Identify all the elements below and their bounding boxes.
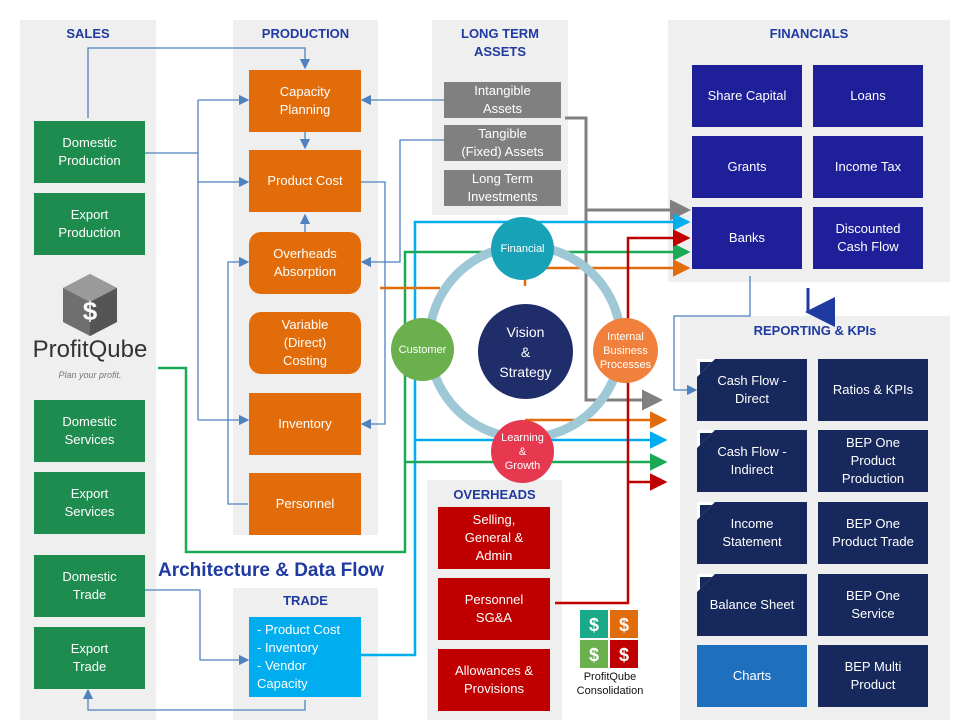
tangible-assets-box[interactable]: Tangible (Fixed) Assets — [444, 125, 561, 161]
cash-flow-indirect-box[interactable]: Cash Flow - Indirect — [697, 430, 807, 492]
balance-sheet-label: Balance Sheet — [709, 597, 795, 612]
cash-flow-indirect-label: Cash Flow - Indirect — [717, 444, 787, 477]
income-statement-label: Income Statement — [722, 516, 782, 549]
long-term-investments-box[interactable]: Long Term Investments — [444, 170, 561, 206]
personnel-box[interactable]: Personnel — [249, 473, 361, 535]
vision-strategy-circle[interactable]: Vision & Strategy — [478, 304, 573, 399]
production-title: PRODUCTION — [261, 26, 350, 41]
fold-corner-inner-icon — [700, 577, 712, 589]
reporting-title: REPORTING & KPIs — [753, 323, 877, 338]
bep-one-service-box[interactable]: BEP One Service — [818, 574, 928, 636]
consolidation-cubes-icon: $ $ $ $ — [580, 610, 638, 668]
domestic-production-box[interactable]: Domestic Production — [34, 121, 145, 183]
svg-text:$: $ — [589, 615, 599, 635]
bep-multi-product-box[interactable]: BEP Multi Product — [818, 645, 928, 707]
logo-tagline: Plan your profit. — [58, 370, 122, 380]
overheads-title: OVERHEADS — [453, 487, 536, 502]
overheads-absorption-box[interactable]: Overheads Absorption — [249, 232, 361, 294]
cube-icon: $ — [63, 274, 117, 336]
svg-text:$: $ — [619, 615, 629, 635]
personnel-sga-box[interactable]: Personnel SG&A — [438, 578, 550, 640]
export-production-box[interactable]: Export Production — [34, 193, 145, 255]
domestic-services-box[interactable]: Domestic Services — [34, 400, 145, 462]
consolidation-logo: $ $ $ $ ProfitQube Consolidation — [570, 606, 650, 716]
long-term-assets-title: LONG TERM ASSETS — [461, 26, 539, 59]
income-statement-box[interactable]: Income Statement — [697, 502, 807, 564]
cash-flow-direct-label: Cash Flow - Direct — [717, 373, 787, 406]
inventory-box[interactable]: Inventory — [249, 393, 361, 455]
export-trade-box[interactable]: Export Trade — [34, 627, 145, 689]
capacity-planning-box[interactable]: Capacity Planning — [249, 70, 361, 132]
svg-text:$: $ — [83, 296, 98, 326]
balance-sheet-box[interactable]: Balance Sheet — [697, 574, 807, 636]
grants-box[interactable]: Grants — [692, 136, 802, 198]
trade-title: TRADE — [283, 593, 328, 608]
selling-general-admin-box[interactable]: Selling, General & Admin — [438, 507, 550, 569]
svg-text:$: $ — [619, 645, 629, 665]
customer-circle[interactable]: Customer — [391, 318, 454, 381]
learning-growth-circle[interactable]: Learning & Growth — [491, 420, 554, 483]
share-capital-box[interactable]: Share Capital — [692, 65, 802, 127]
fold-corner-inner-icon — [700, 362, 712, 374]
discounted-cash-flow-box[interactable]: Discounted Cash Flow — [813, 207, 923, 269]
domestic-trade-box[interactable]: Domestic Trade — [34, 555, 145, 617]
svg-text:$: $ — [589, 645, 599, 665]
variable-costing-box[interactable]: Variable (Direct) Costing — [249, 312, 361, 374]
intangible-assets-box[interactable]: Intangible Assets — [444, 82, 561, 118]
income-tax-box[interactable]: Income Tax — [813, 136, 923, 198]
fold-corner-inner-icon — [700, 505, 712, 517]
financials-title: FINANCIALS — [769, 26, 849, 41]
financial-circle[interactable]: Financial — [491, 217, 554, 280]
fold-corner-inner-icon — [700, 433, 712, 445]
product-cost-box[interactable]: Product Cost — [249, 150, 361, 212]
logo-name: ProfitQube — [32, 336, 148, 363]
banks-box[interactable]: Banks — [692, 207, 802, 269]
cash-flow-direct-box[interactable]: Cash Flow - Direct — [697, 359, 807, 421]
architecture-title: Architecture & Data Flow — [158, 560, 384, 581]
internal-processes-circle[interactable]: Internal Business Processes — [593, 318, 658, 383]
trade-items-box[interactable]: - Product Cost - Inventory - Vendor Capa… — [249, 617, 361, 697]
ratios-kpis-box[interactable]: Ratios & KPIs — [818, 359, 928, 421]
export-services-box[interactable]: Export Services — [34, 472, 145, 534]
profitqube-logo: $ ProfitQube Plan your profit. — [25, 270, 155, 390]
bep-one-product-trade-box[interactable]: BEP One Product Trade — [818, 502, 928, 564]
sales-title: SALES — [66, 26, 110, 41]
charts-box[interactable]: Charts — [697, 645, 807, 707]
loans-box[interactable]: Loans — [813, 65, 923, 127]
consolidation-label: ProfitQube Consolidation — [576, 671, 644, 697]
bep-one-product-production-box[interactable]: BEP One Product Production — [818, 430, 928, 492]
allowances-provisions-box[interactable]: Allowances & Provisions — [438, 649, 550, 711]
